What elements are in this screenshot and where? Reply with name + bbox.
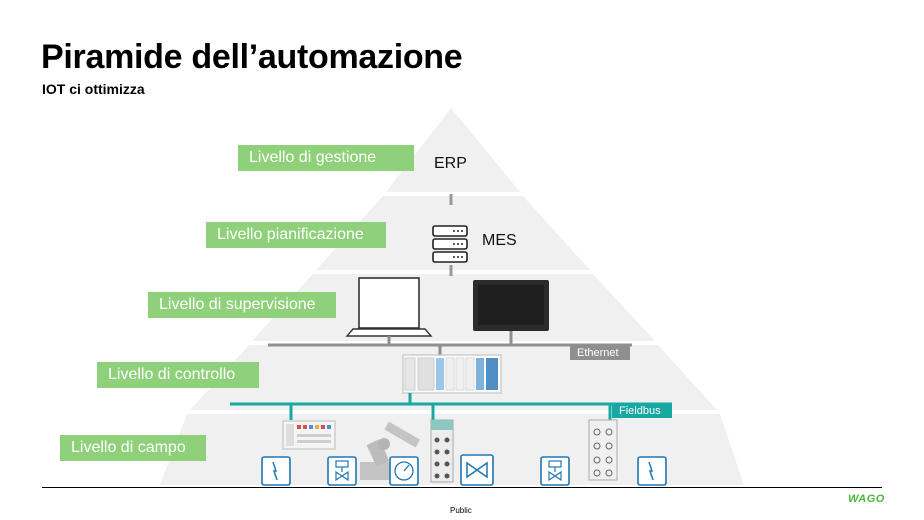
brand-logo: WAGO [848, 493, 885, 505]
mes-label: MES [482, 232, 517, 249]
sensor-icon [637, 456, 667, 486]
level-label-supervisione: Livello di supervisione [148, 292, 336, 318]
laptop-icon [345, 277, 433, 337]
io-block-icon [430, 419, 454, 483]
fieldbus-tag: Fieldbus [612, 404, 672, 418]
footer-classification: Public [450, 506, 472, 515]
slide-subtitle: IOT ci ottimizza [42, 81, 145, 97]
server-stack-icon [432, 225, 468, 263]
slide-title: Piramide dell’automazione [41, 38, 463, 76]
touch-panel-icon [473, 280, 549, 331]
valve-icon [327, 456, 357, 486]
pyramid-tier-supervisione [252, 274, 655, 341]
level-label-gestione: Livello di gestione [238, 145, 414, 171]
level-label-controllo: Livello di controllo [97, 362, 259, 388]
erp-label: ERP [434, 155, 467, 172]
flow-sensor-icon [389, 456, 419, 486]
level-label-campo: Livello di campo [60, 435, 206, 461]
valve-icon [460, 454, 494, 486]
pyramid-tier-gestione [386, 108, 520, 192]
io-block-icon [588, 419, 618, 481]
footer-divider [42, 487, 882, 488]
sensor-icon [261, 456, 291, 486]
valve-icon [540, 456, 570, 486]
plc-controller-icon [402, 354, 502, 394]
io-module-icon [282, 420, 336, 450]
level-label-pianificazione: Livello pianificazione [206, 222, 386, 248]
ethernet-tag: Ethernet [570, 346, 630, 360]
